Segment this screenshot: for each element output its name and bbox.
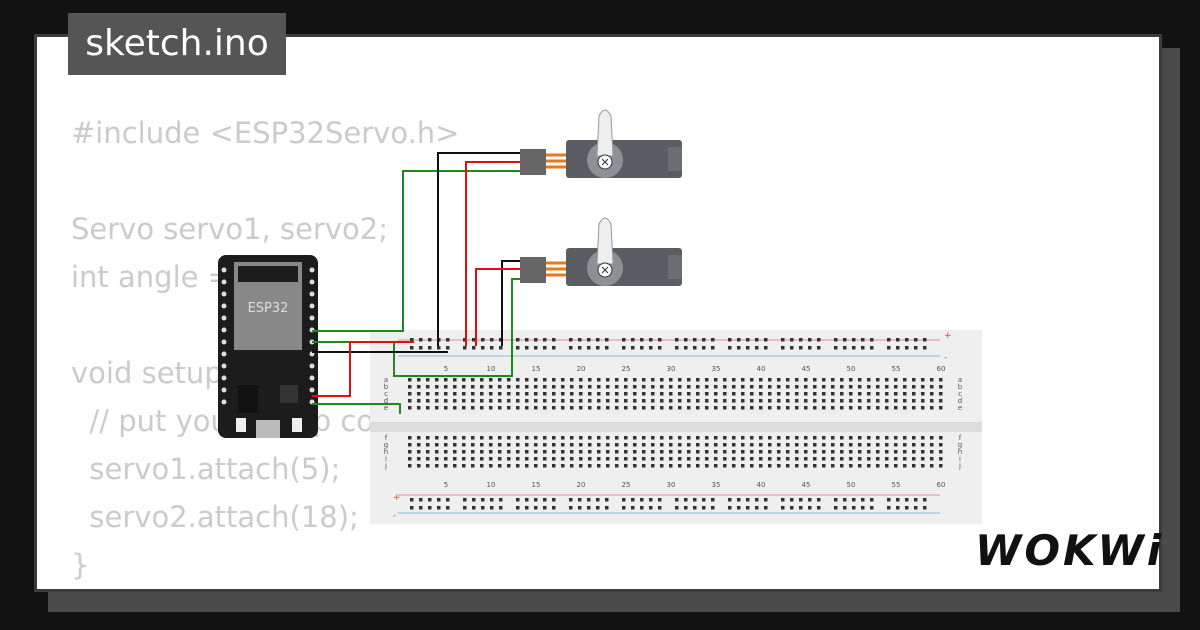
row-letter-a: a — [384, 376, 388, 384]
esp32-board[interactable]: ESP32 — [218, 255, 318, 438]
row-letter-c: c — [958, 390, 962, 398]
board-pins-right — [309, 267, 315, 405]
wokwi-logo: WOKWi — [975, 526, 1165, 575]
column-number-top-30: 30 — [667, 365, 676, 373]
column-number-bottom-10: 10 — [487, 481, 496, 489]
column-number-bottom-45: 45 — [802, 481, 811, 489]
row-letter-j: j — [958, 462, 961, 470]
column-number-bottom-20: 20 — [577, 481, 586, 489]
row-letter-i: i — [385, 455, 387, 463]
wire-green-servo1 — [312, 170, 522, 332]
row-letter-h: h — [384, 448, 388, 456]
column-number-top-25: 25 — [622, 365, 631, 373]
servo-motor-1[interactable] — [520, 109, 682, 178]
column-number-bottom-25: 25 — [622, 481, 631, 489]
code-line: } — [71, 548, 90, 582]
wire-red-servo2 — [475, 268, 522, 346]
column-number-top-10: 10 — [487, 365, 496, 373]
row-letter-e: e — [958, 404, 962, 412]
rail-plus-bottom: + — [393, 493, 401, 503]
wire-black-servo2 — [501, 260, 522, 346]
servo-motor-2[interactable] — [520, 217, 682, 286]
row-letter-d: d — [958, 397, 962, 405]
column-number-top-60: 60 — [937, 365, 946, 373]
column-number-bottom-55: 55 — [892, 481, 901, 489]
column-number-top-5: 5 — [444, 365, 448, 373]
column-number-bottom-40: 40 — [757, 481, 766, 489]
esp32-label: ESP32 — [248, 301, 289, 316]
row-letter-j: j — [384, 462, 387, 470]
board-pins-left — [221, 267, 227, 405]
column-number-bottom-60: 60 — [937, 481, 946, 489]
code-line: servo2.attach(18); — [71, 500, 359, 534]
code-line: Servo servo1, servo2; — [71, 212, 388, 246]
code-line: servo1.attach(5); — [71, 452, 341, 486]
column-number-bottom-35: 35 — [712, 481, 721, 489]
row-letter-f: f — [959, 434, 962, 442]
row-letter-e: e — [384, 404, 388, 412]
row-letter-b: b — [958, 383, 963, 391]
column-number-bottom-5: 5 — [444, 481, 448, 489]
row-letter-d: d — [384, 397, 388, 405]
wire-red-servo1 — [465, 161, 522, 346]
column-number-top-45: 45 — [802, 365, 811, 373]
wire-black-servo1 — [437, 152, 522, 346]
row-letter-a: a — [958, 376, 962, 384]
row-letter-c: c — [384, 390, 388, 398]
file-tab[interactable]: sketch.ino — [68, 13, 286, 75]
wire-red-vin — [312, 341, 414, 397]
column-number-top-35: 35 — [712, 365, 721, 373]
column-numbers-top: 5 10 15 20 25 30 35 40 45 50 55 60 — [444, 365, 946, 373]
row-letter-g: g — [958, 441, 962, 449]
row-letter-i: i — [959, 455, 961, 463]
wires[interactable] — [312, 152, 522, 414]
column-number-top-20: 20 — [577, 365, 586, 373]
breadboard-holes — [408, 338, 943, 510]
column-number-bottom-50: 50 — [847, 481, 856, 489]
rail-minus-bottom: - — [393, 511, 396, 521]
code-line: #include <ESP32Servo.h> — [71, 116, 460, 150]
row-letter-g: g — [384, 441, 388, 449]
rail-minus-top: - — [944, 353, 947, 363]
column-number-top-40: 40 — [757, 365, 766, 373]
column-number-bottom-30: 30 — [667, 481, 676, 489]
rail-plus-top: + — [944, 331, 952, 341]
column-numbers-bottom: 5 10 15 20 25 30 35 40 45 50 55 60 — [444, 481, 946, 489]
column-number-top-50: 50 — [847, 365, 856, 373]
row-letter-f: f — [385, 434, 388, 442]
column-number-top-55: 55 — [892, 365, 901, 373]
row-letter-h: h — [958, 448, 962, 456]
breadboard[interactable]: + - + - 5 10 15 20 25 30 35 40 45 50 55 60 5 10 15 20 2… — [370, 330, 982, 524]
column-number-top-15: 15 — [532, 365, 541, 373]
row-letter-b: b — [384, 383, 389, 391]
wire-green-row — [312, 403, 401, 414]
column-number-bottom-15: 15 — [532, 481, 541, 489]
